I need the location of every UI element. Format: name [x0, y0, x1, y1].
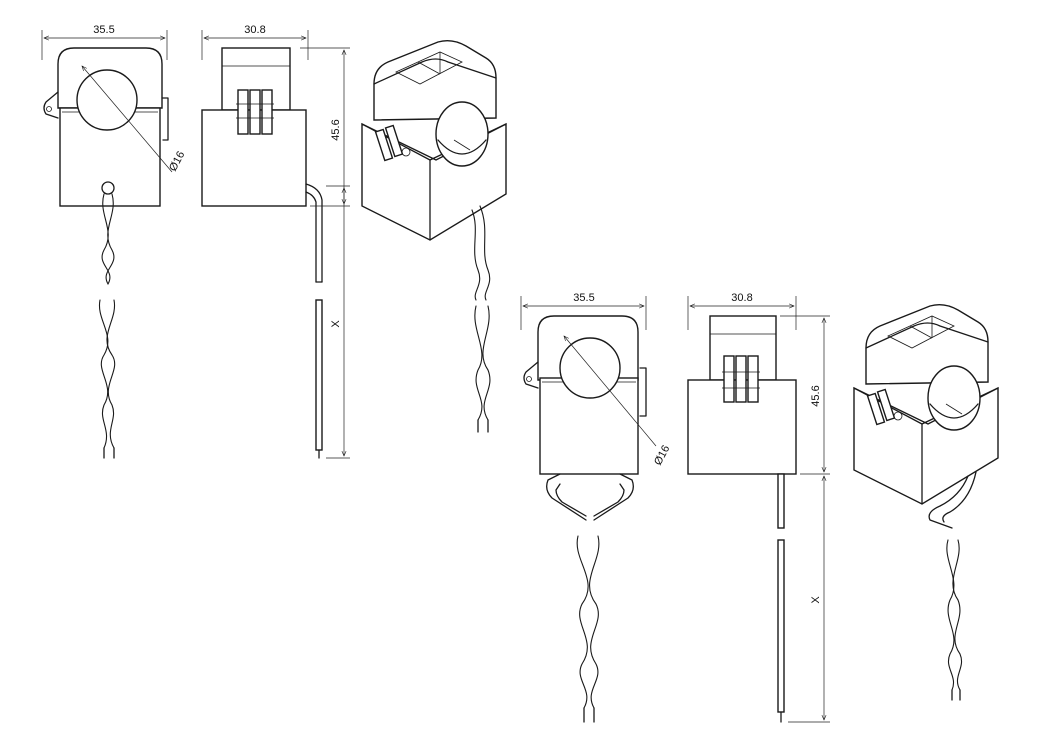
- bottom-front-view: 35.5 Ø16: [520, 292, 672, 475]
- top-side-width-label: 30.8: [244, 24, 265, 36]
- bottom-front-width-label: 35.5: [573, 292, 594, 304]
- top-side-view: 30.8 45.6 X: [201, 24, 350, 459]
- bottom-length-label: X: [810, 596, 822, 604]
- top-front-view: 35.5 Ø16: [41, 24, 187, 207]
- bottom-side-view: 30.8 45.6 X: [687, 292, 830, 723]
- bottom-iso-view: [853, 303, 999, 701]
- bottom-front-cable: [546, 473, 634, 723]
- top-front-cable: [98, 193, 116, 459]
- top-height-label: 45.6: [330, 119, 342, 140]
- top-diameter-label: Ø16: [167, 149, 187, 173]
- bottom-height-label: 45.6: [810, 385, 822, 406]
- top-length-label: X: [330, 320, 342, 328]
- top-front-width-label: 35.5: [93, 24, 114, 36]
- bottom-diameter-label: Ø16: [652, 443, 672, 467]
- bottom-side-width-label: 30.8: [731, 292, 752, 304]
- top-iso-view: [361, 39, 507, 433]
